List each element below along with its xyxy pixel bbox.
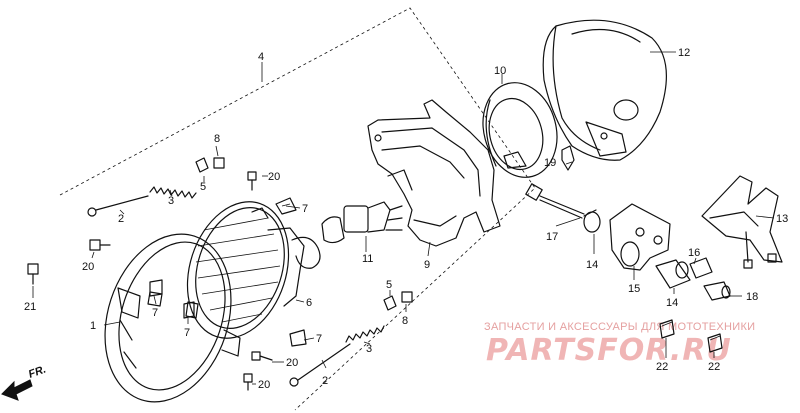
callout-7b: 7 bbox=[152, 307, 158, 319]
cap-8-upper bbox=[213, 157, 225, 169]
callout-22a: 22 bbox=[656, 361, 668, 373]
screw-20d bbox=[243, 373, 253, 391]
callout-5-upper: 5 bbox=[200, 181, 206, 193]
socket-wire bbox=[291, 236, 321, 269]
stay-bracket bbox=[701, 175, 783, 269]
callout-8-lower: 8 bbox=[402, 315, 408, 327]
callout-labels: 1 2 2 3 3 4 5 5 6 7 7 7 7 8 8 9 10 11 12… bbox=[24, 47, 788, 391]
cap-nut bbox=[703, 281, 731, 301]
collar-16 bbox=[689, 257, 713, 279]
spring-upper bbox=[149, 186, 197, 199]
collar-upper bbox=[583, 209, 601, 233]
callout-21: 21 bbox=[24, 301, 36, 313]
assembly-boundary bbox=[59, 7, 536, 411]
spring-lower bbox=[345, 325, 385, 343]
nut-5-upper bbox=[195, 157, 209, 173]
callout-5-lower: 5 bbox=[386, 279, 392, 291]
callout-3-upper: 3 bbox=[168, 195, 174, 207]
callout-11: 11 bbox=[362, 253, 373, 265]
socket-cover bbox=[482, 74, 558, 178]
callout-18: 18 bbox=[746, 291, 758, 303]
callout-20c: 20 bbox=[286, 357, 298, 369]
direction-label: FR. bbox=[27, 363, 48, 380]
callout-6: 6 bbox=[306, 297, 312, 309]
callout-20a: 20 bbox=[268, 171, 280, 183]
callout-17: 17 bbox=[546, 231, 558, 243]
callout-7d: 7 bbox=[316, 333, 322, 345]
watermark-logo: PARTSFOR.RU bbox=[486, 333, 732, 368]
adjusting-screw-lower bbox=[289, 343, 351, 387]
callout-1: 1 bbox=[90, 320, 96, 332]
screw-20a bbox=[247, 171, 257, 191]
nut-5-lower bbox=[383, 295, 397, 311]
nut-22b bbox=[707, 333, 723, 353]
callout-14-lower: 14 bbox=[666, 297, 678, 309]
screw-19 bbox=[561, 145, 575, 171]
callout-14-upper: 14 bbox=[586, 259, 598, 271]
nut-22a bbox=[659, 319, 675, 339]
callout-22b: 22 bbox=[708, 361, 720, 373]
callout-7a: 7 bbox=[302, 203, 308, 215]
callout-10: 10 bbox=[494, 65, 506, 77]
callout-19: 19 bbox=[544, 157, 556, 169]
mounting-bracket bbox=[367, 99, 501, 247]
clip-7a bbox=[275, 197, 297, 215]
clip-7d bbox=[289, 329, 307, 347]
watermark: ЗАПЧАСТИ И АКСЕССУАРЫ ДЛЯ МОТОТЕХНИКИ PA… bbox=[484, 321, 755, 368]
callout-9: 9 bbox=[424, 259, 430, 271]
headlight-case bbox=[542, 19, 676, 161]
callout-20b: 20 bbox=[82, 261, 94, 273]
screw-21 bbox=[27, 263, 39, 285]
adjusting-screw-upper bbox=[87, 195, 149, 217]
leader-lines bbox=[32, 145, 775, 385]
callout-16: 16 bbox=[688, 247, 700, 259]
clip-7b bbox=[149, 279, 163, 297]
front-direction-arrow: FR. bbox=[1, 363, 48, 401]
collar-lower bbox=[655, 259, 691, 289]
callout-15: 15 bbox=[628, 283, 640, 295]
pivot-bracket bbox=[609, 203, 671, 271]
callout-8-upper: 8 bbox=[214, 133, 220, 145]
headlight-rim bbox=[104, 233, 241, 403]
callout-2-lower: 2 bbox=[322, 375, 328, 387]
callout-3-lower: 3 bbox=[366, 343, 372, 355]
callout-13: 13 bbox=[776, 213, 788, 225]
callout-20d: 20 bbox=[258, 379, 270, 391]
callout-4: 4 bbox=[258, 51, 264, 63]
cap-8-lower bbox=[401, 291, 413, 303]
screw-20c bbox=[251, 351, 273, 361]
headlight-unit bbox=[186, 201, 305, 339]
watermark-tagline: ЗАПЧАСТИ И АКСЕССУАРЫ ДЛЯ МОТОТЕХНИКИ bbox=[484, 321, 755, 333]
clip-7c bbox=[183, 301, 195, 319]
pivot-bolt bbox=[525, 183, 585, 219]
callout-2-upper: 2 bbox=[118, 213, 124, 225]
callout-7c: 7 bbox=[184, 327, 190, 339]
callout-12: 12 bbox=[678, 47, 690, 59]
headlight-bulb bbox=[321, 201, 403, 248]
screw-20b bbox=[89, 239, 111, 251]
